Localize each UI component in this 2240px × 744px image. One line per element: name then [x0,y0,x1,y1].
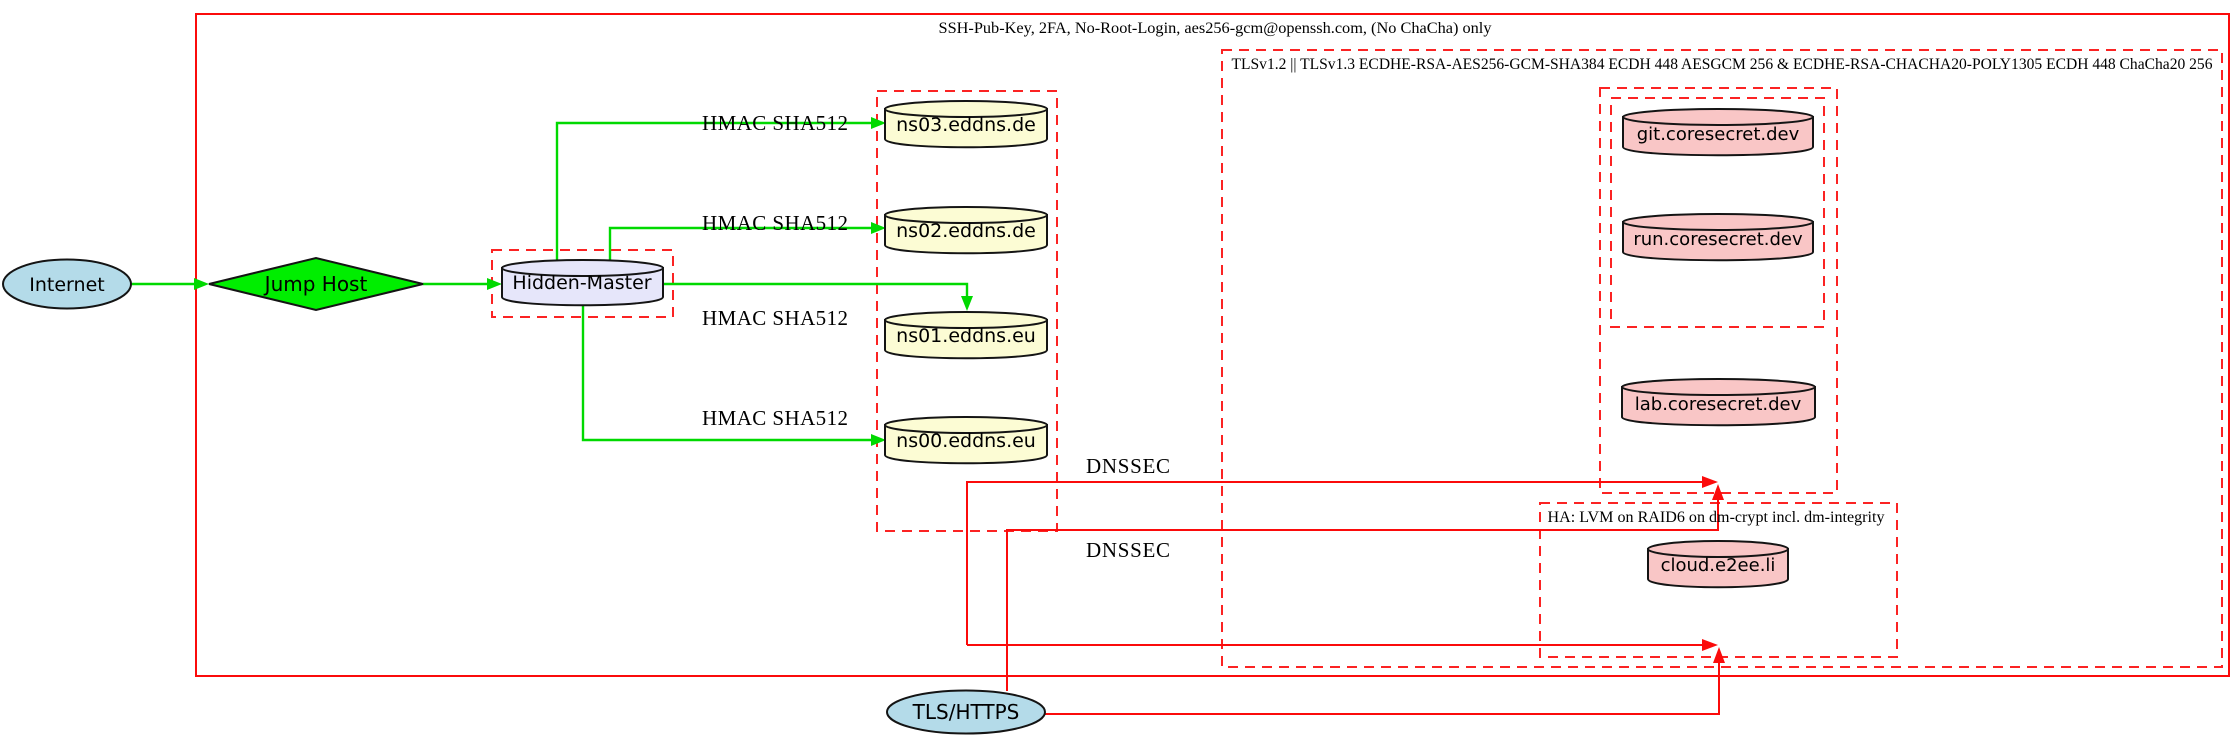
arrowhead-right-icon [1702,476,1718,488]
cluster-gitrun-box [1610,97,1825,328]
edge-hiddenmaster-to-ns03 [555,117,886,261]
node-ns00-label: ns00.eddns.eu [896,430,1036,452]
node-ns03-label: ns03.eddns.de [896,114,1036,136]
cluster-tls-label: TLSv1.2 || TLSv1.3 ECDHE-RSA-AES256-GCM-… [1232,56,2213,73]
node-lab-label: lab.coresecret.dev [1635,394,1802,415]
edge-label-dnssec-1: DNSSEC [1086,454,1170,478]
node-jump-host-label: Jump Host [263,272,368,296]
edge-dnssec-to-ha-cluster [967,639,1718,651]
node-internet [2,258,132,310]
node-cloud-label: cloud.e2ee.li [1661,555,1776,576]
node-internet-label: Internet [29,274,104,296]
edge-label-hmac-ns01: HMAC SHA512 [702,306,848,330]
edge-tlshttps-to-ha-cluster [1045,647,1725,715]
node-jump-host [208,256,424,312]
edge-tlshttps-to-web-cluster [1006,484,1724,691]
edge-label-dnssec-2: DNSSEC [1086,538,1170,562]
node-ns00 [884,416,1048,465]
arrowhead-right-icon [871,434,886,446]
edge-label-hmac-ns02: HMAC SHA512 [702,211,848,235]
arrowhead-right-icon [871,117,886,129]
edge-hiddenmaster-to-ns00 [581,305,886,446]
arrowhead-right-icon [1702,639,1718,651]
edge-internet-to-jumphost [131,278,209,290]
node-hidden-master [501,259,664,307]
edge-hiddenmaster-to-ns02 [608,222,886,261]
node-tls-https [886,689,1046,735]
node-run [1622,213,1814,262]
cluster-ssh-label: SSH-Pub-Key, 2FA, No-Root-Login, aes256-… [939,20,1492,37]
edge-hiddenmaster-to-ns01 [663,282,973,311]
node-ns03 [884,100,1048,149]
node-cloud [1647,540,1789,589]
node-ns02 [884,206,1048,255]
arrowhead-down-icon [961,296,973,311]
arrowhead-up-icon [1713,647,1725,663]
node-git [1622,108,1814,157]
cluster-ssh-box [195,13,2230,677]
edge-jumphost-to-hiddenmaster [423,278,502,290]
node-tls-https-label: TLS/HTTPS [912,700,1020,724]
edge-label-hmac-ns00: HMAC SHA512 [702,406,848,430]
cluster-ha-label: HA: LVM on RAID6 on dm-crypt incl. dm-in… [1548,509,1885,526]
node-git-label: git.coresecret.dev [1637,124,1800,145]
arrowhead-right-icon [194,278,209,290]
arrowhead-up-icon [1712,484,1724,500]
node-ns01 [884,311,1048,360]
cluster-tls-box [1221,49,2223,668]
cluster-ns-box [876,90,1058,532]
edge-dnssec-to-web-cluster [966,476,1718,645]
arrowhead-right-icon [487,278,502,290]
node-ns01-label: ns01.eddns.eu [896,325,1036,347]
node-hidden-master-label: Hidden-Master [512,272,651,294]
node-run-label: run.coresecret.dev [1633,229,1803,250]
node-ns02-label: ns02.eddns.de [896,220,1036,242]
edge-label-hmac-ns03: HMAC SHA512 [702,111,848,135]
node-lab [1621,378,1816,427]
arrowhead-right-icon [871,222,886,234]
